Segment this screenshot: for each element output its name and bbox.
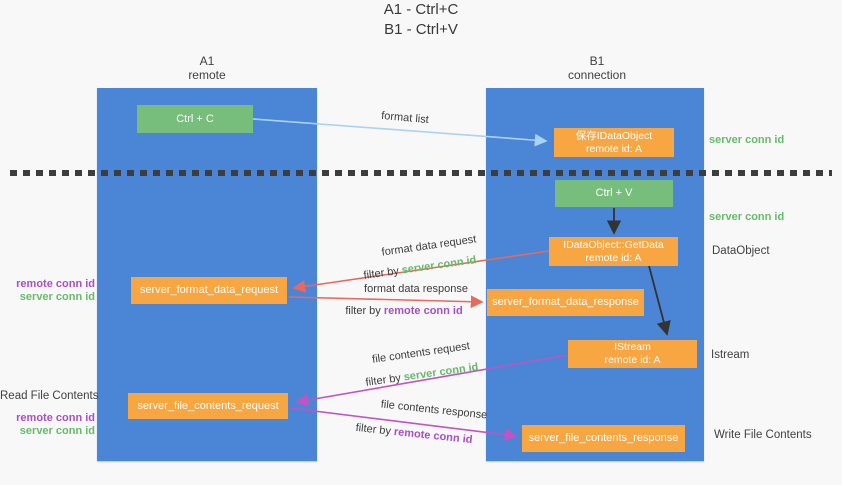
server-conn-id-right-top: server conn id [709, 134, 785, 146]
server-file-contents-response-node: server_file_contents_response [522, 425, 685, 452]
dataobject-label: DataObject [712, 245, 770, 257]
istream-line1: IStream [614, 341, 651, 353]
title-line-1: A1 - Ctrl+C [383, 1, 459, 18]
file-contents-request-arrow [295, 354, 569, 407]
ctrl-c-node: Ctrl + C [137, 105, 253, 133]
format-data-request-arrow [292, 250, 550, 293]
getdata-line1: IDataObject::GetData [563, 238, 664, 251]
format-data-response-arrow [288, 295, 484, 309]
lane-b-header: B1 connection [527, 54, 667, 82]
save-idataobject-line1: 保存IDataObject [575, 129, 653, 142]
contents-request-label: server_file_contents_request [137, 399, 279, 412]
lane-b-name: B1 [589, 54, 605, 68]
contents-response-label: server_file_contents_response [528, 432, 679, 444]
file-contents-response-arrow [289, 407, 518, 441]
lane-a-subtitle: remote [188, 68, 226, 82]
remote-conn-id-left-2: remote conn id [16, 412, 95, 424]
conn-id-stack-format: remote conn id server conn id [0, 278, 95, 303]
lane-b-subtitle: connection [567, 68, 627, 82]
server-format-data-response-node: server_format_data_response [487, 289, 644, 316]
format-list-arrow [252, 118, 548, 147]
save-idataobject-node: 保存IDataObject remote id: A [554, 128, 674, 157]
remote-conn-id-left-1: remote conn id [16, 278, 95, 290]
istream-node: IStream remote id: A [568, 340, 697, 368]
getdata-line2: remote id: A [585, 251, 642, 264]
ctrl-v-node: Ctrl + V [555, 180, 673, 207]
istream-side-label: Istream [711, 349, 750, 361]
getdata-to-istream-arrow [648, 265, 671, 336]
copy-paste-divider-dotted-line [10, 170, 832, 176]
filter-by-remote-conn-id-label-1: filter by remote conn id [345, 305, 462, 317]
format-request-label: server_format_data_request [139, 284, 279, 296]
diagram-title: A1 - Ctrl+C B1 - Ctrl+V [0, 0, 842, 40]
server-file-contents-request-node: server_file_contents_request [128, 393, 288, 419]
ctrl-v-label: Ctrl + V [595, 187, 633, 199]
read-file-contents-label: Read File Contents [0, 390, 99, 402]
format-response-label: server_format_data_response [492, 296, 639, 308]
save-idataobject-line2: remote id: A [585, 142, 643, 155]
conn-id-stack-contents: remote conn id server conn id [0, 412, 95, 437]
server-conn-id-left-1: server conn id [19, 290, 95, 303]
write-file-contents-label: Write File Contents [714, 429, 812, 441]
lane-a-name: A1 [199, 54, 215, 68]
format-data-response-label: format data response [364, 283, 468, 295]
title-line-2: B1 - Ctrl+V [384, 21, 458, 38]
server-conn-id-left-2: server conn id [19, 424, 95, 437]
lane-a-header: A1 remote [137, 54, 277, 82]
idataobject-getdata-node: IDataObject::GetData remote id: A [549, 237, 678, 266]
remote-conn-id-text: remote conn id [383, 305, 463, 317]
server-format-data-request-node: server_format_data_request [131, 277, 287, 304]
filter-by-text: filter by [345, 305, 384, 317]
ctrl-c-label: Ctrl + C [176, 112, 214, 125]
server-conn-id-right-mid: server conn id [709, 211, 785, 223]
istream-line2: remote id: A [604, 354, 661, 366]
